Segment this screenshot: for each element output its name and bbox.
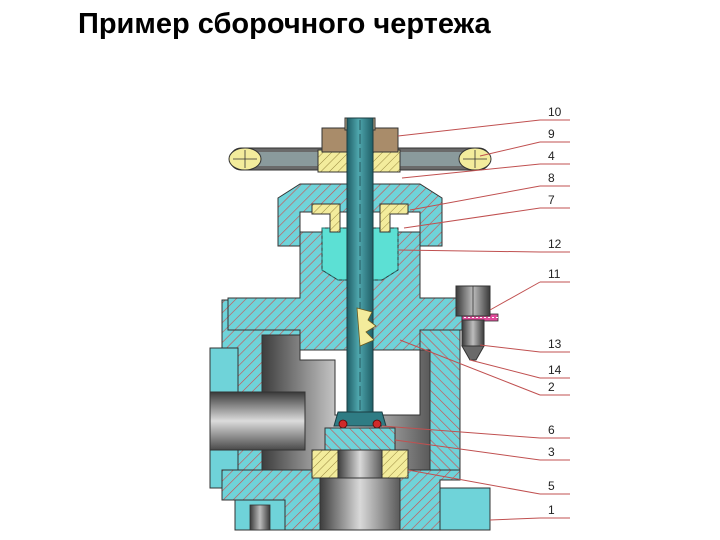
callout-label: 10 [548,105,562,119]
callout-label: 13 [548,337,562,351]
callout-label: 4 [548,149,555,163]
callout-label: 8 [548,171,555,185]
leader-lines [381,119,570,521]
gland-nut [277,183,443,247]
valve-disc [311,427,409,479]
valve-stem [333,117,387,429]
callout-label: 5 [548,479,555,493]
callout-label: 3 [548,445,555,459]
callout-label: 6 [548,423,555,437]
callout-label: 14 [548,363,562,377]
callout-label: 1 [548,503,555,517]
page-title: Пример сборочного чертежа [78,8,491,40]
callout-label: 7 [548,193,555,207]
callout-label: 9 [548,127,555,141]
flange-bolt [455,285,491,361]
callout-numbers: 10 9 4 8 7 12 11 13 14 2 6 3 5 1 [548,105,562,517]
callout-label: 2 [548,380,555,394]
callout-label: 11 [548,267,561,281]
valve-body [209,299,491,531]
callout-label: 12 [548,237,562,251]
